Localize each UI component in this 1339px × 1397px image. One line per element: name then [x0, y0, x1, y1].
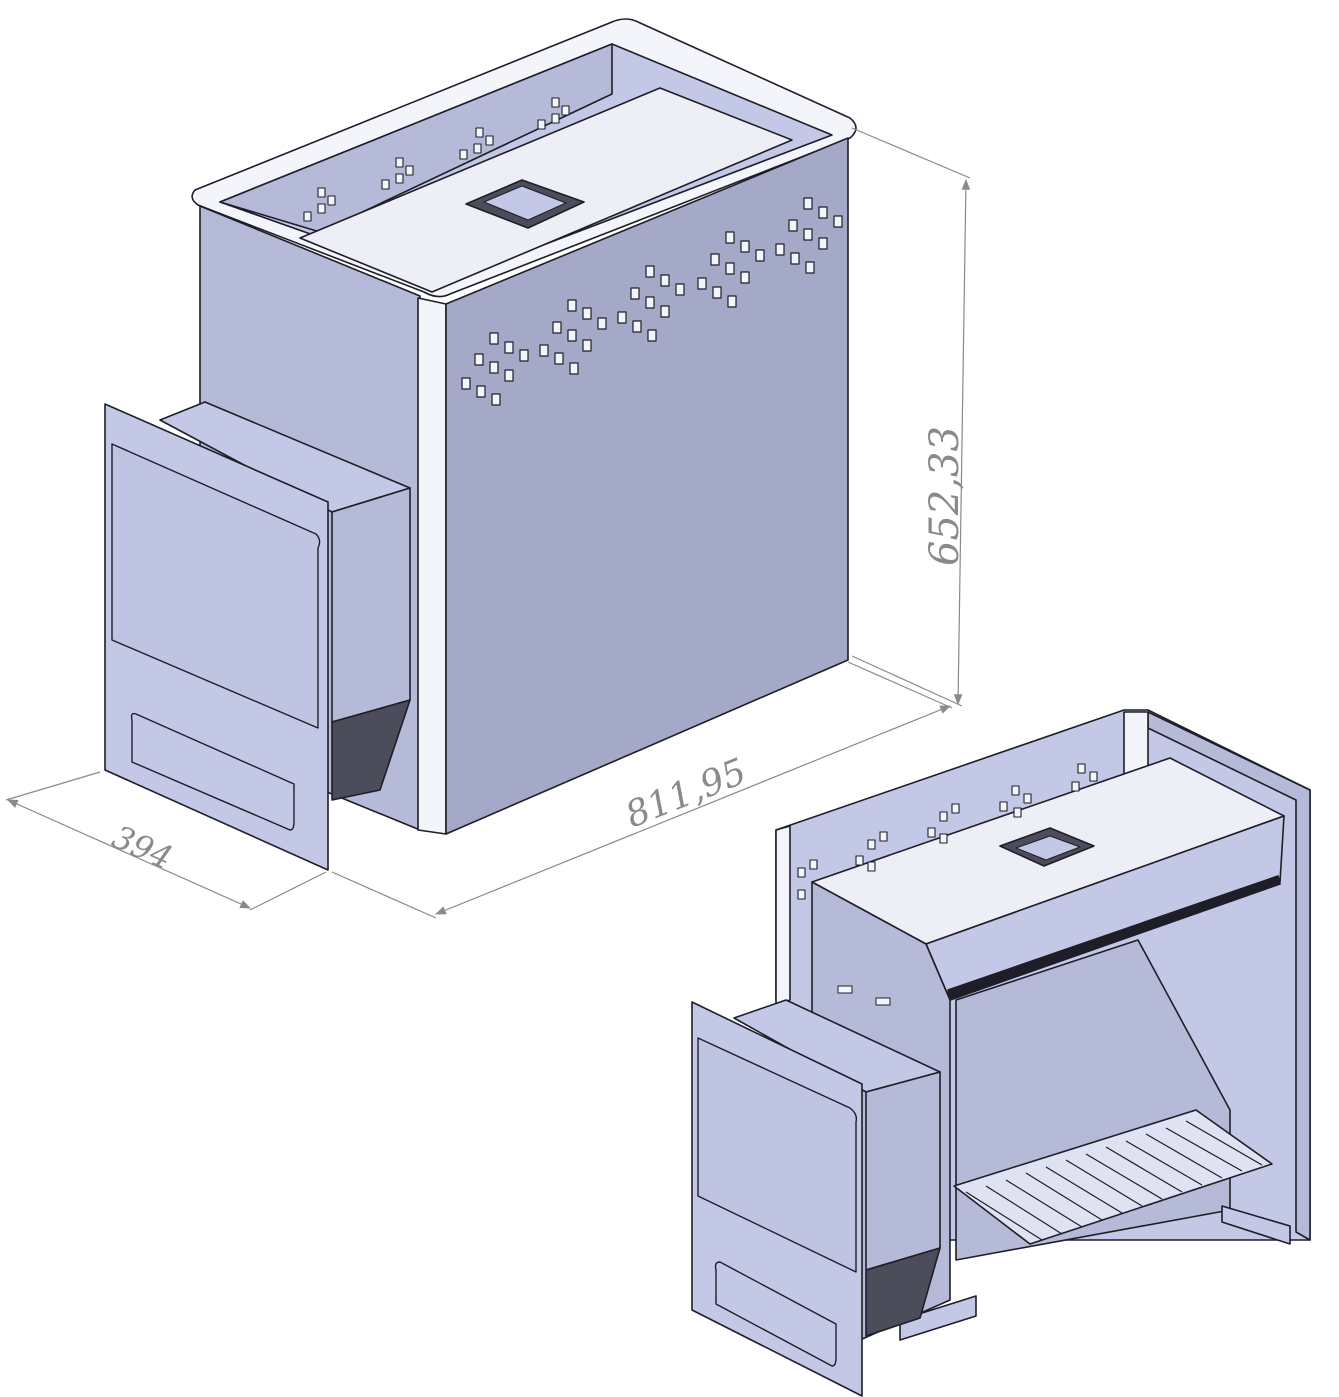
front-panel [445, 137, 849, 835]
length-dimension [331, 661, 953, 919]
assembled-stove [104, 18, 857, 871]
open-firebox-window [697, 1037, 858, 1273]
ash-drawer-handle [130, 712, 295, 831]
depth-dimension-label: 394 [107, 818, 178, 878]
back-inner-wall [219, 43, 613, 233]
front-vent-slots [461, 197, 843, 406]
firebox-body-side [331, 487, 411, 723]
back-vent-slots [303, 97, 570, 222]
depth-dimension [5, 771, 327, 911]
firebox-door-window [111, 443, 321, 729]
open-vent-slots [797, 763, 1098, 900]
grate-bars [965, 1120, 1263, 1241]
corner-post [417, 297, 447, 835]
open-firebox-side [865, 1071, 941, 1271]
open-stove [691, 709, 1311, 1397]
open-firebox-shadow [865, 1247, 941, 1337]
firebox-ash-shadow [331, 699, 411, 801]
height-dimension [851, 127, 971, 707]
height-dimension-label: 652,33 [922, 426, 968, 566]
open-ash-handle [714, 1261, 837, 1367]
length-dimension-label: 811,95 [620, 751, 752, 836]
